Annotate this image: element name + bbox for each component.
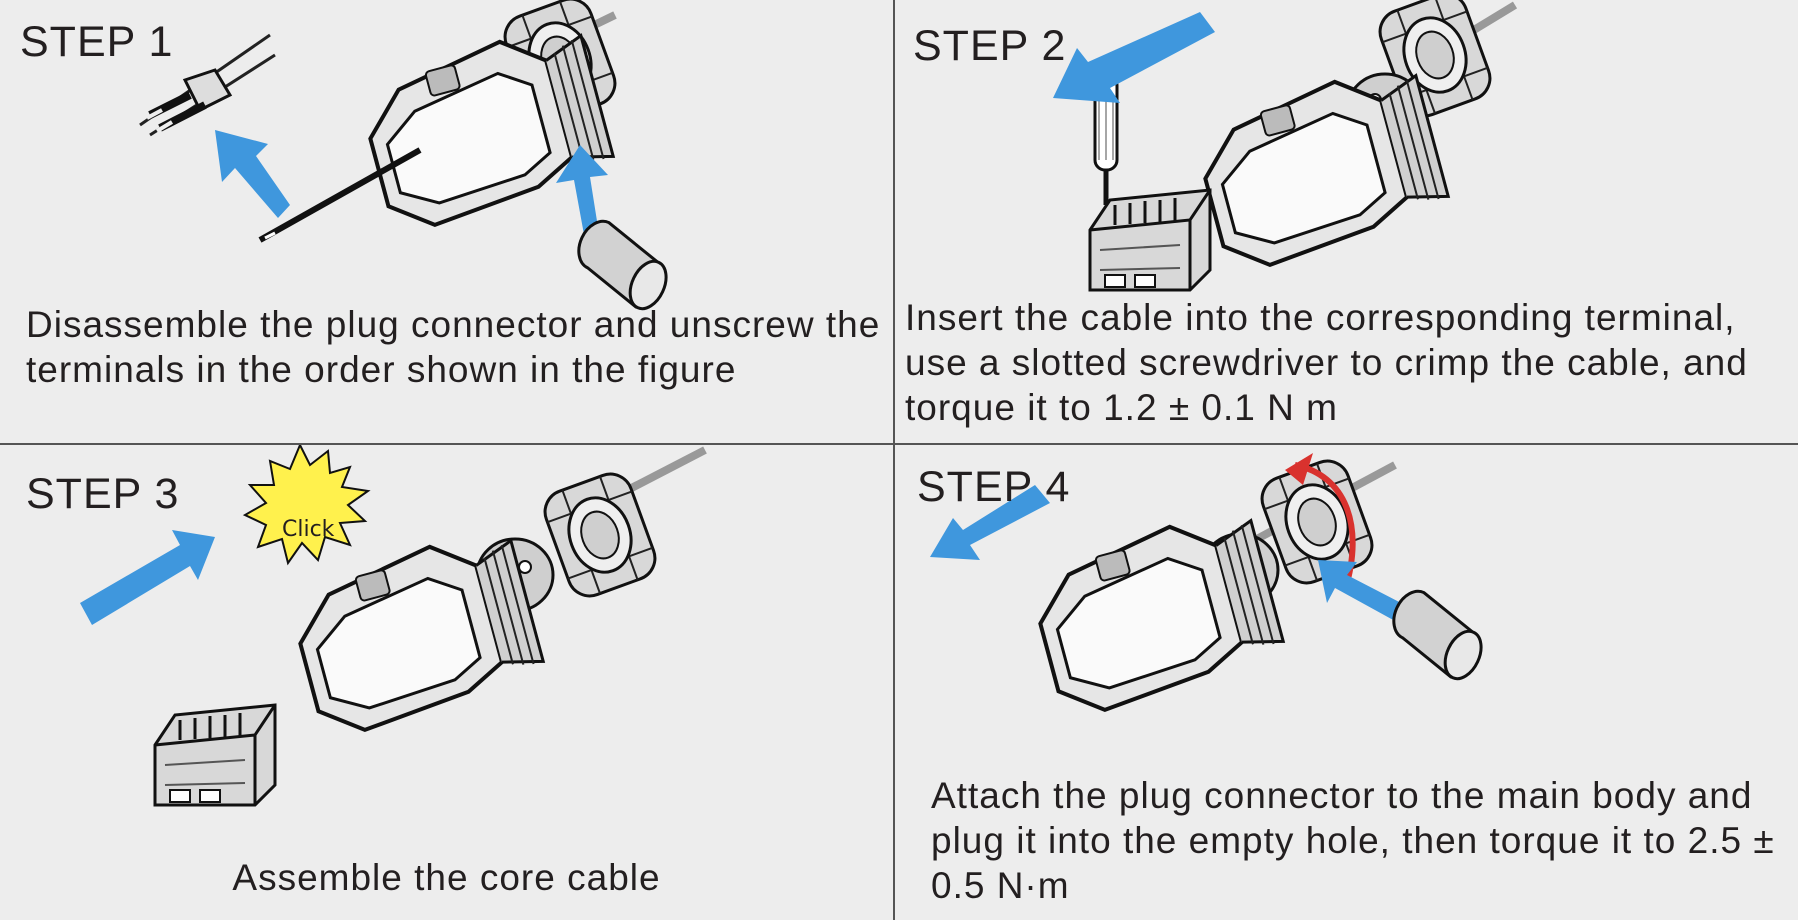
step-1-illustration — [139, 0, 682, 316]
click-burst-icon — [242, 445, 371, 566]
step-4-description: Attach the plug connector to the main bo… — [931, 775, 1775, 906]
step-4-title: STEP 4 — [917, 463, 1071, 511]
step-3-description: Assemble the core cable — [232, 857, 661, 898]
step-2-title: STEP 2 — [913, 22, 1067, 70]
step-2-description: Insert the cable into the corresponding … — [905, 297, 1748, 428]
step-2-panel: STEP 2 Insert the cable into the corresp… — [895, 0, 1798, 443]
step-4-panel: STEP 4 Attach the plug connector to the … — [895, 445, 1798, 920]
click-label: Click — [282, 517, 335, 542]
step-3-illustration — [80, 445, 707, 807]
step-1-panel: STEP 1 Disassemble the plug connector an… — [0, 0, 893, 443]
vertical-divider — [893, 0, 895, 920]
step-1-description: Disassemble the plug connector and unscr… — [26, 304, 881, 390]
step-2-illustration — [1053, 0, 1518, 292]
step-3-panel: Click STEP 3 Assemble the core cable — [0, 445, 893, 920]
step-3-title: STEP 3 — [26, 470, 180, 518]
step-1-title: STEP 1 — [20, 18, 174, 66]
step-4-illustration — [930, 453, 1497, 723]
horizontal-divider — [0, 443, 1798, 445]
